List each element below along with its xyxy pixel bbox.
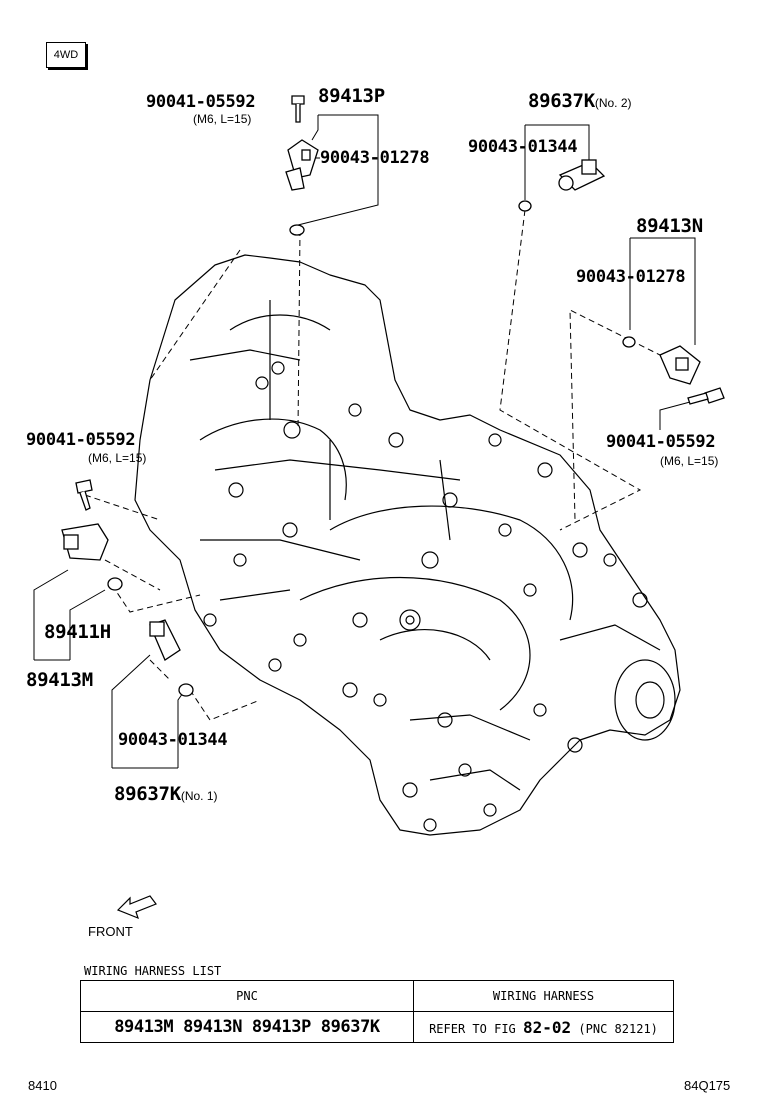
switch-89637k-no1 <box>149 619 181 661</box>
part-number: 89637K <box>114 783 181 805</box>
part-note: (No. 1) <box>180 789 218 803</box>
bolt-top <box>291 95 305 123</box>
callout-bolt-left: 90041-05592 <box>26 430 136 450</box>
harness-table: PNC WIRING HARNESS 89413M 89413N 89413P … <box>80 980 674 1043</box>
callout-sensor-top: 89413P <box>318 85 385 107</box>
sensor-89413p <box>285 139 319 191</box>
callout-bolt-top: 90041-05592 <box>146 92 256 112</box>
oring-no1 <box>178 683 194 697</box>
bolt-right <box>687 387 725 405</box>
pnc-cell: 89413M 89413N 89413P 89637K <box>80 1011 414 1043</box>
drive-badge: 4WD <box>46 42 86 68</box>
front-arrow-icon <box>116 895 157 920</box>
callout-oring-no2: 90043-01344 <box>468 137 578 157</box>
callout-sensor-left-h: 89411H <box>44 621 111 643</box>
callout-bolt-left-note: (M6, L=15) <box>88 451 147 465</box>
callout-switch-no1: 89637K(No. 1) <box>114 785 218 804</box>
callout-sensor-left-m: 89413M <box>26 669 93 691</box>
ref-figure: 82-02 <box>523 1017 572 1037</box>
callout-bolt-right: 90041-05592 <box>606 432 716 452</box>
callout-switch-no2: 89637K(No. 2) <box>528 92 632 111</box>
reference-cell: REFER TO FIG 82-02 (PNC 82121) <box>413 1011 674 1043</box>
switch-89637k-no2 <box>558 159 606 191</box>
callout-bolt-top-note: (M6, L=15) <box>193 112 252 126</box>
oring-no2 <box>518 200 532 212</box>
ref-pnc: (PNC 82121) <box>578 1021 658 1036</box>
bolt-left <box>75 479 93 511</box>
oring-left <box>107 577 123 591</box>
output-flange <box>614 659 676 741</box>
ref-prefix: REFER TO FIG <box>429 1021 516 1036</box>
part-note: (No. 2) <box>594 96 632 110</box>
oring-right <box>622 336 636 348</box>
footer-figure-code: 84Q175 <box>684 1078 731 1093</box>
callout-oring-right: 90043-01278 <box>576 267 686 287</box>
part-number: 90041-05592 <box>146 92 256 112</box>
harness-title: WIRING HARNESS LIST <box>84 964 222 978</box>
oring-top <box>289 224 305 236</box>
table-row: 89413M 89413N 89413P 89637K REFER TO FIG… <box>80 1011 674 1043</box>
callout-oring-no1: 90043-01344 <box>118 730 228 750</box>
part-number: 89637K <box>528 90 595 112</box>
header-pnc: PNC <box>80 980 414 1012</box>
front-label: FRONT <box>88 924 133 939</box>
callout-oring-top: 90043-01278 <box>320 148 430 168</box>
callout-sensor-right: 89413N <box>636 215 703 237</box>
table-header-row: PNC WIRING HARNESS <box>80 980 674 1012</box>
callout-bolt-right-note: (M6, L=15) <box>660 454 719 468</box>
header-wiring-harness: WIRING HARNESS <box>413 980 674 1012</box>
sensor-89413n <box>659 345 701 385</box>
footer-page-code: 8410 <box>28 1078 57 1093</box>
sensor-89411h <box>61 523 109 561</box>
